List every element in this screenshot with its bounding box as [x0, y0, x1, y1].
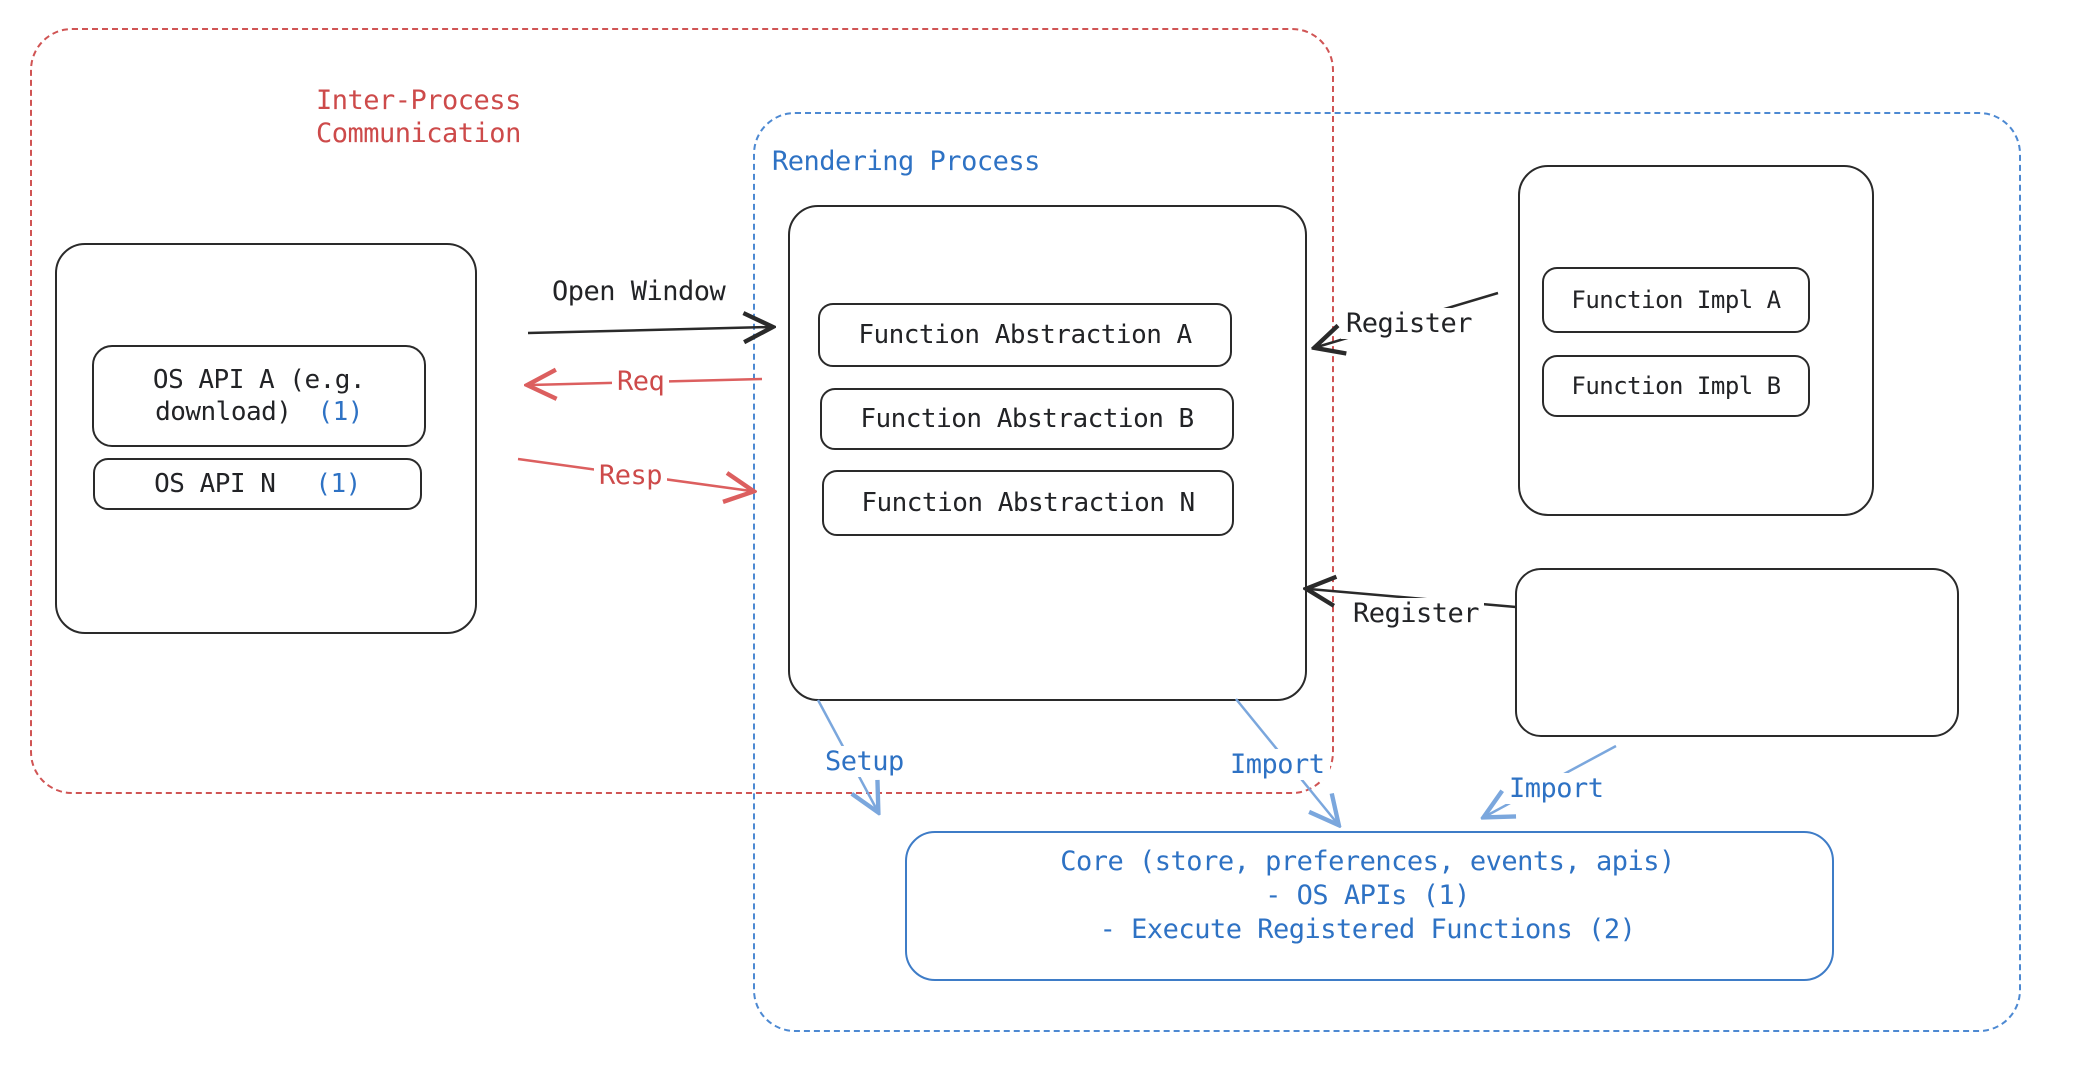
- import-plugin-label: Import: [1504, 773, 1609, 804]
- function-impl-b-box: Function Impl B: [1542, 355, 1810, 417]
- os-api-a-badge: (1): [317, 397, 363, 427]
- core-line-execute-registered: - Execute Registered Functions (2): [1099, 914, 1636, 945]
- core-line-os-apis: - OS APIs (1): [1265, 880, 1470, 911]
- rendering-process-label: Rendering Process: [772, 146, 1040, 177]
- core-line-title: Core (store, preferences, events, apis): [1060, 846, 1675, 877]
- import-web-label: Import: [1225, 749, 1330, 780]
- function-abstraction-b-label: Function Abstraction B: [860, 404, 1194, 434]
- register-a-label: Register: [1341, 308, 1478, 339]
- function-impl-a-label: Function Impl A: [1571, 286, 1781, 314]
- function-impl-b-label: Function Impl B: [1571, 372, 1781, 400]
- os-api-n-badge: (1): [315, 469, 361, 499]
- register-b-label: Register: [1348, 598, 1485, 629]
- function-abstraction-a-box: Function Abstraction A: [818, 303, 1232, 367]
- function-abstraction-b-box: Function Abstraction B: [820, 388, 1234, 450]
- os-api-n-label: OS API N: [154, 469, 276, 499]
- function-abstraction-a-label: Function Abstraction A: [858, 320, 1192, 350]
- os-api-n-box: OS API N (1): [93, 458, 422, 510]
- plugin-b-box: [1515, 568, 1959, 737]
- function-abstraction-n-label: Function Abstraction N: [861, 488, 1195, 518]
- os-api-a-line2: download): [155, 397, 292, 427]
- ipc-label-line1: Inter-Process: [316, 85, 521, 116]
- plugin-a-box: [1518, 165, 1874, 516]
- req-label: Req: [612, 366, 670, 397]
- ipc-label-line2: Communication: [316, 118, 521, 149]
- os-api-a-box: OS API A (e.g. download) (1): [92, 345, 426, 447]
- core-box: [905, 831, 1834, 981]
- function-impl-a-box: Function Impl A: [1542, 267, 1810, 333]
- os-api-a-line1: OS API A (e.g.: [152, 365, 366, 395]
- setup-label: Setup: [820, 746, 909, 777]
- rendering-process-boundary-box: [753, 112, 2021, 1032]
- ipc-boundary-box: [30, 28, 1334, 794]
- core-text: Core (store, preferences, events, apis) …: [905, 845, 1830, 947]
- function-abstraction-n-box: Function Abstraction N: [822, 470, 1234, 536]
- ipc-boundary-label: Inter-Process Communication: [316, 84, 521, 150]
- resp-label: Resp: [594, 460, 668, 491]
- open-window-label: Open Window: [552, 276, 726, 307]
- web-box: [788, 205, 1307, 701]
